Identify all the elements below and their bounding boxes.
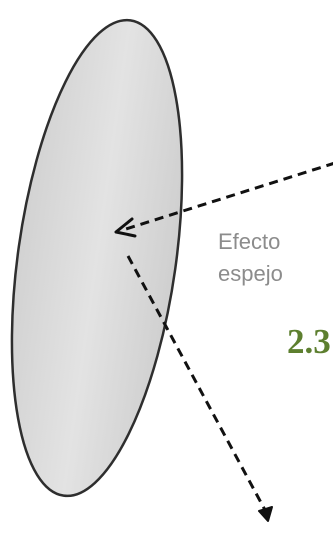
reflected-arrow-line: [126, 255, 267, 511]
reflected-arrow: [126, 255, 273, 522]
incident-arrow: [114, 162, 333, 238]
caption-line-2: espejo: [218, 261, 283, 286]
mirror-effect-caption: Efecto espejo: [218, 226, 283, 290]
incident-arrow-line: [125, 162, 333, 231]
reflected-arrow-head: [258, 506, 273, 522]
incident-arrow-head: [114, 217, 137, 238]
mirror: [10, 18, 184, 498]
caption-line-1: Efecto: [218, 229, 281, 254]
section-number: 2.3: [287, 322, 331, 361]
mirror-glass: [10, 18, 184, 498]
